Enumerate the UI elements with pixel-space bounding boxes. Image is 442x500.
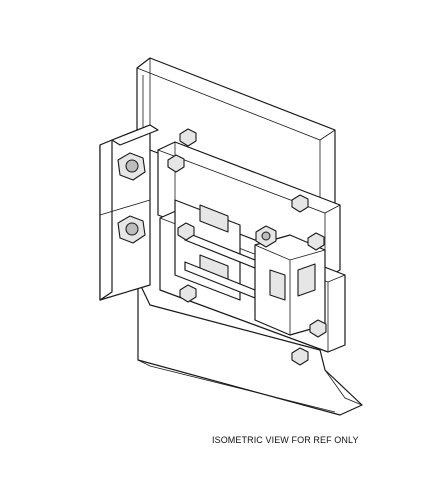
hex-nut-top-right [291,194,309,213]
hex-nut-right [307,232,325,251]
hex-nut-bottom [291,347,309,366]
hex-nut-lower-right [309,319,327,338]
bracket-hex-bolt-upper [117,152,146,181]
slotted-adjuster-plate [174,199,241,301]
bracket-hex-bolt-lower [117,215,146,244]
square-tube-block [254,234,326,336]
back-mounting-bracket [99,124,159,301]
hex-nut-top-left [179,128,197,147]
bottom-shroud-plate [137,279,363,416]
hex-nut-center [255,225,277,248]
hex-nut-lower-left [179,284,197,303]
hex-nut-rod-end [177,222,195,241]
view-caption: ISOMETRIC VIEW FOR REF ONLY [212,435,359,445]
hex-nut-mid-left [167,154,185,173]
